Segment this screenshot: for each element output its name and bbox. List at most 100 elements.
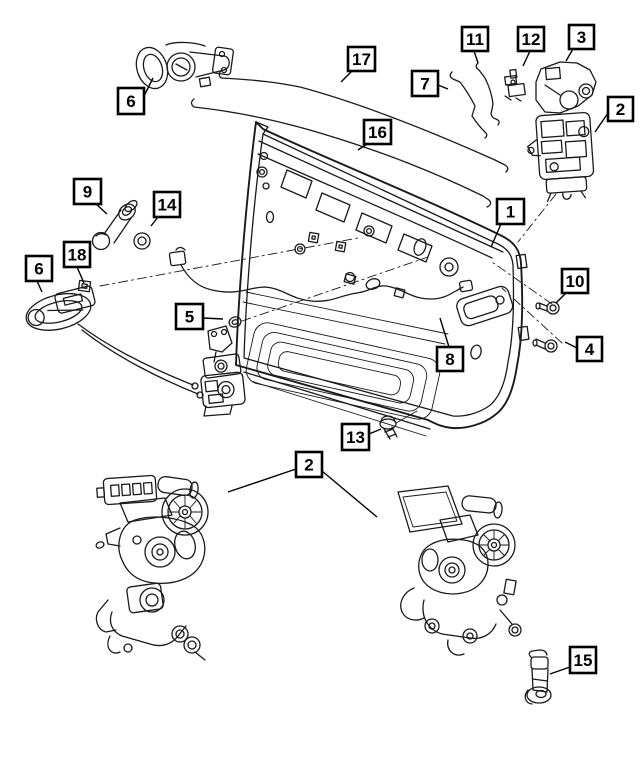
- callout-leader-line: [143, 77, 154, 97]
- callout-number: 11: [466, 30, 484, 49]
- striker-bumper-drawing: [524, 649, 552, 705]
- callout-leader-line: [564, 341, 578, 349]
- callout-leader-line: [549, 666, 571, 675]
- callout-1-8[interactable]: 1: [490, 197, 526, 248]
- callout-leader-line: [150, 216, 159, 227]
- callout-number: 2: [304, 456, 313, 475]
- callout-7-2[interactable]: 7: [410, 69, 449, 98]
- callout-leader-line: [490, 223, 502, 248]
- callout-box: [294, 450, 324, 479]
- callout-number: 6: [126, 92, 135, 111]
- callout-14-10[interactable]: 14: [150, 190, 182, 227]
- callout-number: 10: [566, 272, 585, 291]
- callout-leader-line: [594, 112, 609, 133]
- callout-leader-line: [202, 317, 224, 320]
- exterior-handle-drawing: [135, 41, 234, 90]
- callout-number: 3: [577, 28, 586, 47]
- callout-number: 15: [574, 651, 593, 670]
- callout-number: 12: [522, 30, 541, 49]
- callout-8-16[interactable]: 8: [435, 317, 465, 373]
- callout-leader-line: [340, 70, 353, 83]
- callout-leader-line: [368, 428, 382, 435]
- callout-17-1[interactable]: 17: [340, 45, 377, 83]
- callout-leader-line: [473, 50, 479, 64]
- callout-leader-line: [227, 468, 297, 493]
- callout-number: 1: [506, 203, 515, 222]
- callout-box: [346, 45, 377, 73]
- callout-18-11[interactable]: 18: [62, 240, 92, 284]
- callout-box: [495, 197, 526, 226]
- callout-leader-line: [95, 203, 108, 215]
- callout-15-19[interactable]: 15: [549, 645, 598, 675]
- callout-number: 5: [185, 308, 194, 327]
- callout-box: [152, 190, 182, 219]
- callout-4-15[interactable]: 4: [564, 335, 604, 363]
- callout-leader-line: [565, 48, 574, 62]
- callout-10-14[interactable]: 10: [555, 267, 590, 304]
- callout-leader-line: [439, 317, 450, 348]
- callout-number: 17: [352, 50, 371, 69]
- callout-number: 16: [368, 123, 387, 142]
- callout-box: [174, 302, 205, 331]
- screw-10-drawing: [535, 301, 560, 315]
- callout-number: 7: [420, 75, 429, 94]
- callout-box: [567, 23, 596, 51]
- callout-2-6[interactable]: 2: [594, 95, 635, 133]
- callout-box: [72, 177, 103, 206]
- lock-link-clip-drawing: [504, 68, 526, 102]
- interior-handle-drawing: [25, 285, 204, 399]
- callout-box: [516, 25, 546, 53]
- callout-box: [460, 25, 490, 53]
- callout-box: [568, 645, 598, 675]
- latch-bracket-drawing: [535, 61, 597, 114]
- grommet-drawing: [133, 232, 151, 250]
- callout-leader-line: [36, 280, 43, 293]
- callout-leader-line: [76, 266, 85, 284]
- callout-16-7[interactable]: 16: [357, 118, 393, 151]
- callout-box: [362, 118, 393, 146]
- callout-13-17[interactable]: 13: [340, 422, 382, 452]
- callout-3-5[interactable]: 3: [565, 23, 596, 62]
- push-pin-drawing: [379, 410, 418, 440]
- callout-box: [62, 240, 92, 269]
- link-rods-drawing: [449, 62, 500, 139]
- callout-9-9[interactable]: 9: [72, 177, 108, 215]
- callout-box: [340, 422, 371, 452]
- callout-leader-line: [555, 292, 567, 304]
- callout-number: 18: [68, 246, 87, 265]
- callout-6-0[interactable]: 6: [116, 77, 154, 116]
- callout-11-3[interactable]: 11: [460, 25, 490, 64]
- callout-leader-line: [522, 50, 531, 67]
- callout-number: 8: [445, 350, 454, 369]
- callout-6-12[interactable]: 6: [24, 254, 54, 293]
- screw-4-drawing: [532, 338, 558, 353]
- callout-number: 9: [83, 183, 92, 202]
- inner-latch-drawing: [200, 316, 246, 417]
- callout-leader-line: [437, 84, 449, 90]
- callout-2-18[interactable]: 2: [227, 450, 378, 518]
- callout-number: 4: [585, 340, 595, 359]
- door-latch-left-drawing: [95, 474, 209, 661]
- door-latch-right-drawing: [397, 485, 522, 656]
- door-panel-drawing: [99, 121, 563, 437]
- callout-number: 13: [346, 428, 365, 447]
- callout-box: [410, 69, 440, 98]
- callout-box: [575, 335, 604, 363]
- door-latch-upper-drawing: [527, 111, 595, 202]
- callout-box: [116, 86, 146, 116]
- callout-box: [435, 345, 465, 373]
- callout-number: 6: [34, 260, 43, 279]
- callout-5-13[interactable]: 5: [174, 302, 224, 331]
- callout-box: [560, 267, 590, 295]
- callout-box: [24, 254, 54, 283]
- callout-number: 2: [616, 100, 625, 119]
- door-harness-drawing: [168, 246, 474, 302]
- callout-12-4[interactable]: 12: [516, 25, 546, 67]
- callout-leader-line: [321, 470, 378, 518]
- window-crank-drawing: [91, 199, 138, 251]
- callout-box: [606, 95, 635, 123]
- callout-number: 14: [158, 196, 177, 215]
- linkage-rods-drawing: [190, 69, 509, 208]
